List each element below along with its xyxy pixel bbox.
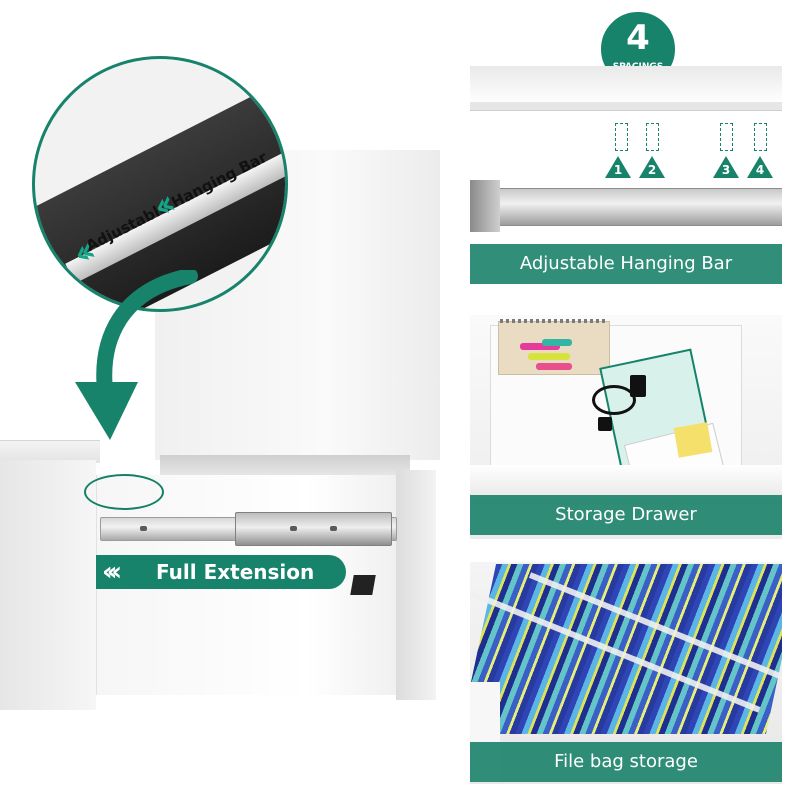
rail-hole	[330, 526, 337, 531]
panel-label-band: Adjustable Hanging Bar	[470, 244, 782, 284]
position-number: 4	[755, 163, 765, 177]
marker-pen	[520, 343, 560, 350]
position-marker-triangle	[747, 156, 773, 178]
position-number: 1	[613, 163, 623, 177]
full-extension-label: Full Extension	[156, 560, 315, 584]
rail-end-bracket	[470, 180, 500, 232]
scissors	[592, 385, 636, 415]
notebook-spiral	[500, 319, 606, 323]
spacing-slot	[646, 123, 659, 151]
drawer-slide-block	[235, 512, 392, 546]
cabinet-side-panel	[0, 460, 96, 710]
panel-label: Adjustable Hanging Bar	[519, 253, 733, 274]
cabinet-top-edge	[0, 440, 100, 463]
panel-label: File bag storage	[554, 751, 698, 772]
marker-pen	[536, 363, 572, 370]
panel-label: Storage Drawer	[555, 504, 697, 525]
hanging-file-folders	[470, 564, 782, 734]
drawer-gap	[160, 455, 410, 477]
position-marker-triangle	[713, 156, 739, 178]
panel-label-band: File bag storage	[470, 742, 782, 782]
full-extension-banner	[96, 555, 346, 589]
hanging-bar-zoom-callout: Adjustable Hanging Bar ‹‹ ‹‹	[32, 56, 288, 312]
sticky-notes	[673, 422, 713, 458]
position-marker-triangle	[639, 156, 665, 178]
panel-label-band: Storage Drawer	[470, 495, 782, 535]
spacing-slot	[615, 123, 628, 151]
hanging-bar-edge	[470, 102, 782, 111]
drawer-latch	[350, 575, 376, 595]
spacing-slot	[720, 123, 733, 151]
badge-number: 4	[626, 18, 650, 58]
panel-hanging-bar: 1 2 3 4 Adjustable Hanging Bar	[470, 66, 782, 288]
panel-slide-rail	[470, 188, 782, 226]
marker-pen	[542, 339, 572, 346]
phone	[630, 375, 646, 397]
binder-clip	[598, 417, 612, 431]
drawer-front-edge	[396, 470, 436, 700]
panel-file-bag-storage: File bag storage	[470, 562, 782, 784]
marker-pen	[528, 353, 570, 360]
position-number: 3	[721, 163, 731, 177]
rail-hole	[290, 526, 297, 531]
position-marker-triangle	[605, 156, 631, 178]
rail-hole	[140, 526, 147, 531]
position-number: 2	[647, 163, 657, 177]
double-chevron-left-icon: ‹‹‹	[102, 557, 122, 587]
panel-storage-drawer: Storage Drawer	[470, 315, 782, 539]
hanging-bar-highlight-oval	[84, 474, 164, 510]
spacing-slot	[754, 123, 767, 151]
curved-arrow-down-icon	[75, 270, 198, 440]
drawer-top-frame	[470, 66, 782, 104]
